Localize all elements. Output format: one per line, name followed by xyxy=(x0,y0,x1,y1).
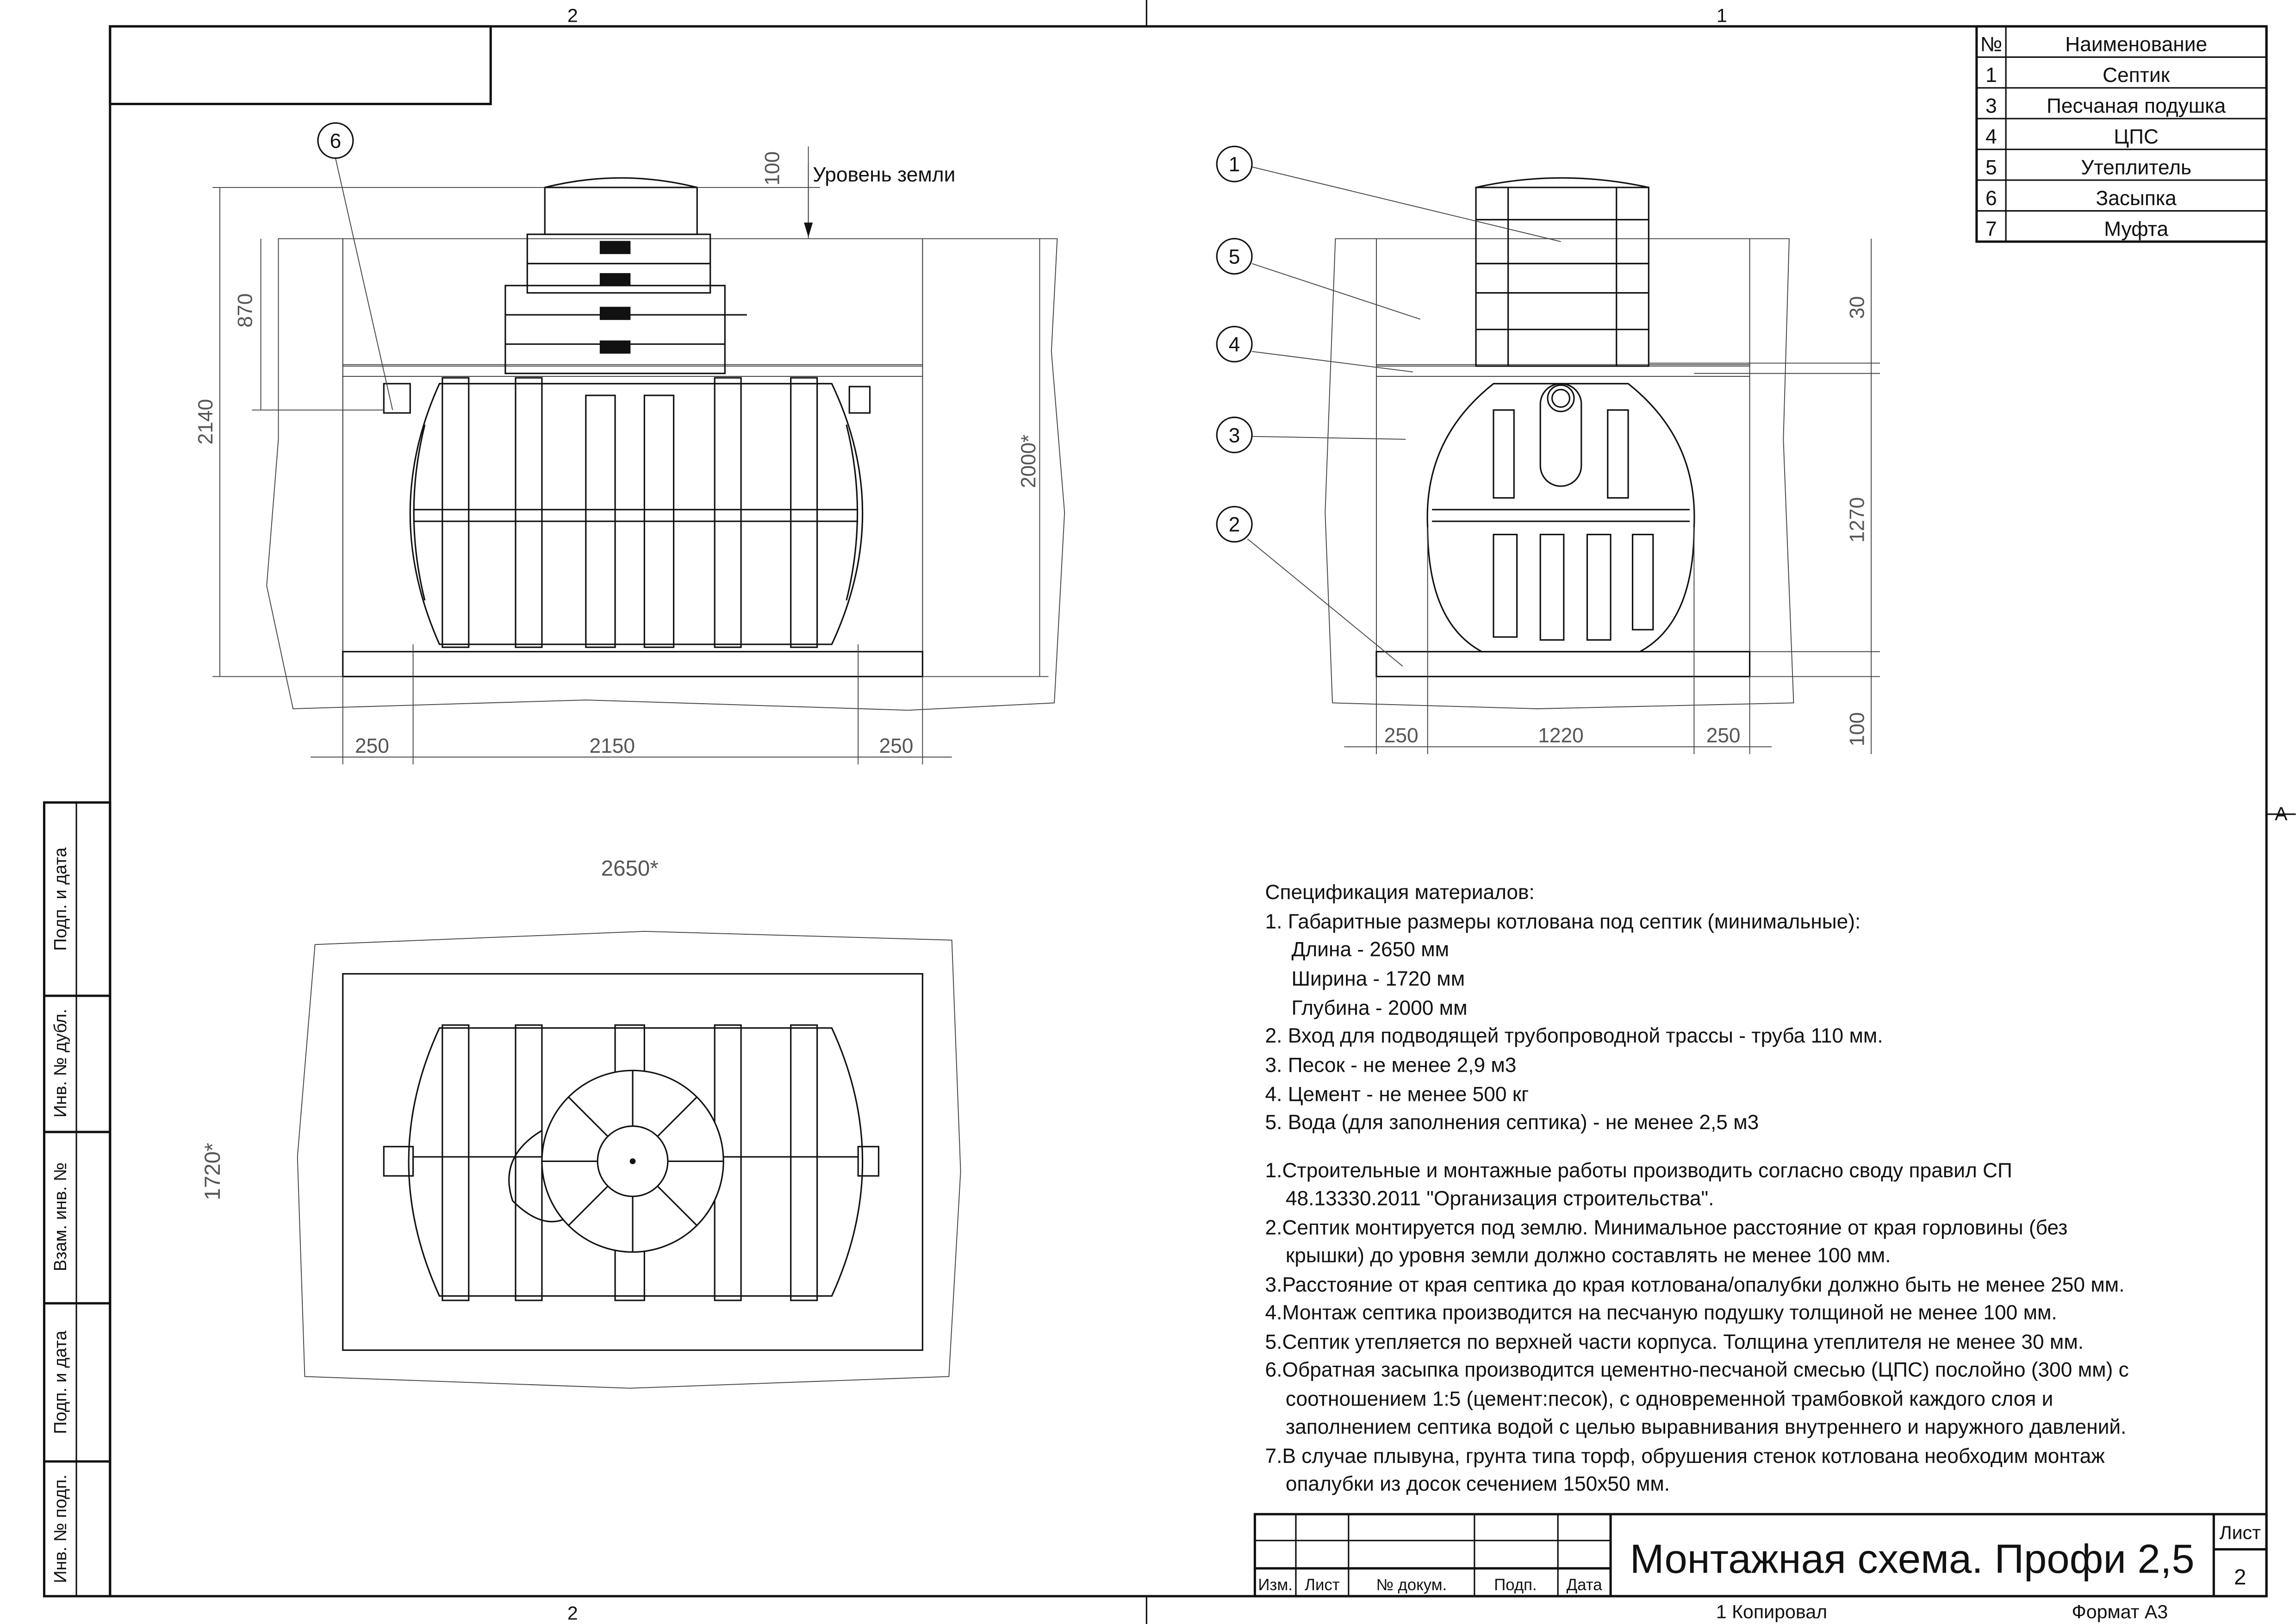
side-view-drawing: 1 5 4 3 2 30 1270 100 250 1220 250 xyxy=(1216,145,1880,755)
spec-line: Длина - 2650 мм xyxy=(1291,938,1449,961)
dim-label: 2150 xyxy=(590,735,635,757)
dim-label: 1220 xyxy=(1538,725,1583,747)
note-line: 6.Обратная засыпка производится цементно… xyxy=(1265,1358,2129,1381)
table-cell: Засыпка xyxy=(2096,187,2177,210)
callout-label: 1 xyxy=(1229,153,1240,176)
table-cell: Утеплитель xyxy=(2081,156,2191,179)
callout-label: 2 xyxy=(1229,513,1240,536)
dim-label: 1270 xyxy=(1846,497,1868,543)
note-line: 48.13330.2011 "Организация строительства… xyxy=(1286,1187,1714,1210)
table-cell: 7 xyxy=(1985,218,1997,240)
table-cell: Песчаная подушка xyxy=(2047,95,2226,118)
top-left-box xyxy=(109,25,492,106)
spec-title: Спецификация материалов: xyxy=(1265,881,1535,904)
callout-3 xyxy=(1216,416,1253,454)
callout-label: 3 xyxy=(1229,424,1240,447)
dim-label: 2650* xyxy=(601,856,659,881)
note-line: 1.Строительные и монтажные работы произв… xyxy=(1265,1159,2012,1182)
title-col: № докум. xyxy=(1376,1576,1447,1594)
stamp-label: Взам. инв. № xyxy=(51,1162,70,1271)
table-cell: 4 xyxy=(1985,125,1997,148)
title-col: Дата xyxy=(1567,1576,1603,1594)
dim-label: 2000* xyxy=(1017,435,1040,488)
table-cell: 5 xyxy=(1985,156,1997,179)
note-line: соотношением 1:5 (цемент:песок), с однов… xyxy=(1286,1388,2053,1411)
note-line: 5.Септик утепляется по верхней части кор… xyxy=(1265,1330,2084,1353)
format-label: Формат А3 xyxy=(2072,1601,2168,1622)
dim-label: 30 xyxy=(1846,296,1868,319)
title-block: Изм. Лист № докум. Подп. Дата Монтажная … xyxy=(1253,1513,2268,1622)
copied-label: 1 Копировал xyxy=(1716,1601,1827,1622)
spec-line: 5. Вода (для заполнения септика) - не ме… xyxy=(1265,1111,1759,1134)
table-cell: Муфта xyxy=(2104,218,2168,240)
dim-label: 2140 xyxy=(194,399,217,444)
note-line: опалубки из досок сечением 150х50 мм. xyxy=(1286,1473,1670,1495)
dim-label: 870 xyxy=(234,294,257,328)
callout-label: 4 xyxy=(1229,333,1240,356)
specification: Спецификация материалов: 1. Габаритные р… xyxy=(1265,881,2129,1495)
spec-line: 2. Вход для подводящей трубопроводной тр… xyxy=(1265,1024,1883,1047)
table-header-num: № xyxy=(1980,33,2002,56)
sheet-label: Лист xyxy=(2220,1522,2261,1543)
note-line: 4.Монтаж септика производится на песчану… xyxy=(1265,1301,2057,1324)
spec-line: 4. Цемент - не менее 500 кг xyxy=(1265,1083,1529,1106)
sheet-number: 2 xyxy=(2234,1565,2246,1590)
table-cell: ЦПС xyxy=(2114,125,2159,148)
stamp-label: Инв. № дубл. xyxy=(51,1009,70,1118)
note-line: 2.Септик монтируется под землю. Минималь… xyxy=(1265,1217,2068,1239)
zone-label: 1 xyxy=(1717,5,1727,26)
callout-4 xyxy=(1216,325,1253,362)
parts-table: № Наименование 1 Септик 3 Песчаная подуш… xyxy=(1975,25,2268,243)
front-view-drawing: 6 Уровень земли 100 870 2140 2000* 250 2… xyxy=(194,122,1065,765)
dim-label: 1720* xyxy=(200,1143,225,1200)
drawing-title: Монтажная схема. Профи 2,5 xyxy=(1630,1536,2195,1581)
table-cell: 3 xyxy=(1985,95,1997,118)
callout-label: 5 xyxy=(1229,245,1240,268)
ground-level-label: Уровень земли xyxy=(813,163,955,186)
stamp-label: Подп. и дата xyxy=(51,1330,70,1434)
dim-label: 250 xyxy=(1706,725,1741,747)
dim-label: 250 xyxy=(355,735,389,757)
note-line: 7.В случае плывуна, грунта типа торф, об… xyxy=(1265,1445,2105,1468)
title-col: Подп. xyxy=(1494,1576,1537,1594)
spec-line: 1. Габаритные размеры котлована под септ… xyxy=(1265,910,1861,933)
note-line: крышки) до уровня земли должно составлят… xyxy=(1286,1244,1891,1267)
spec-line: Ширина - 1720 мм xyxy=(1291,968,1465,990)
table-cell: 6 xyxy=(1985,187,1997,210)
title-col: Лист xyxy=(1305,1576,1340,1594)
table-cell: Септик xyxy=(2103,64,2170,87)
table-cell: 1 xyxy=(1985,64,1997,87)
note-line: заполнением септика водой с целью выравн… xyxy=(1286,1416,2127,1438)
callout-label: 6 xyxy=(330,130,342,152)
stamp-label: Подп. и дата xyxy=(51,847,70,951)
dim-label: 250 xyxy=(1384,725,1419,747)
callout-1 xyxy=(1216,145,1253,182)
callout-5 xyxy=(1216,238,1253,275)
title-col: Изм. xyxy=(1258,1576,1293,1594)
callout-6 xyxy=(317,122,354,159)
callout-2 xyxy=(1216,506,1253,543)
zone-label: A xyxy=(2275,803,2288,824)
zone-label: 2 xyxy=(567,1603,578,1624)
plan-view-drawing: 2650* 1720* xyxy=(200,856,961,1389)
stamp-label: Инв. № подп. xyxy=(51,1474,70,1583)
spec-line: 3. Песок - не менее 2,9 м3 xyxy=(1265,1054,1517,1076)
table-header-name: Наименование xyxy=(2065,33,2207,56)
dim-label: 250 xyxy=(879,735,913,757)
zone-label: 2 xyxy=(567,5,578,26)
dim-label: 100 xyxy=(1846,712,1868,746)
note-line: 3.Расстояние от края септика до края кот… xyxy=(1265,1274,2125,1296)
dim-label: 100 xyxy=(761,151,784,186)
side-stamp: Подп. и дата Инв. № дубл. Взам. инв. № П… xyxy=(43,801,112,1598)
spec-line: Глубина - 2000 мм xyxy=(1291,997,1467,1019)
